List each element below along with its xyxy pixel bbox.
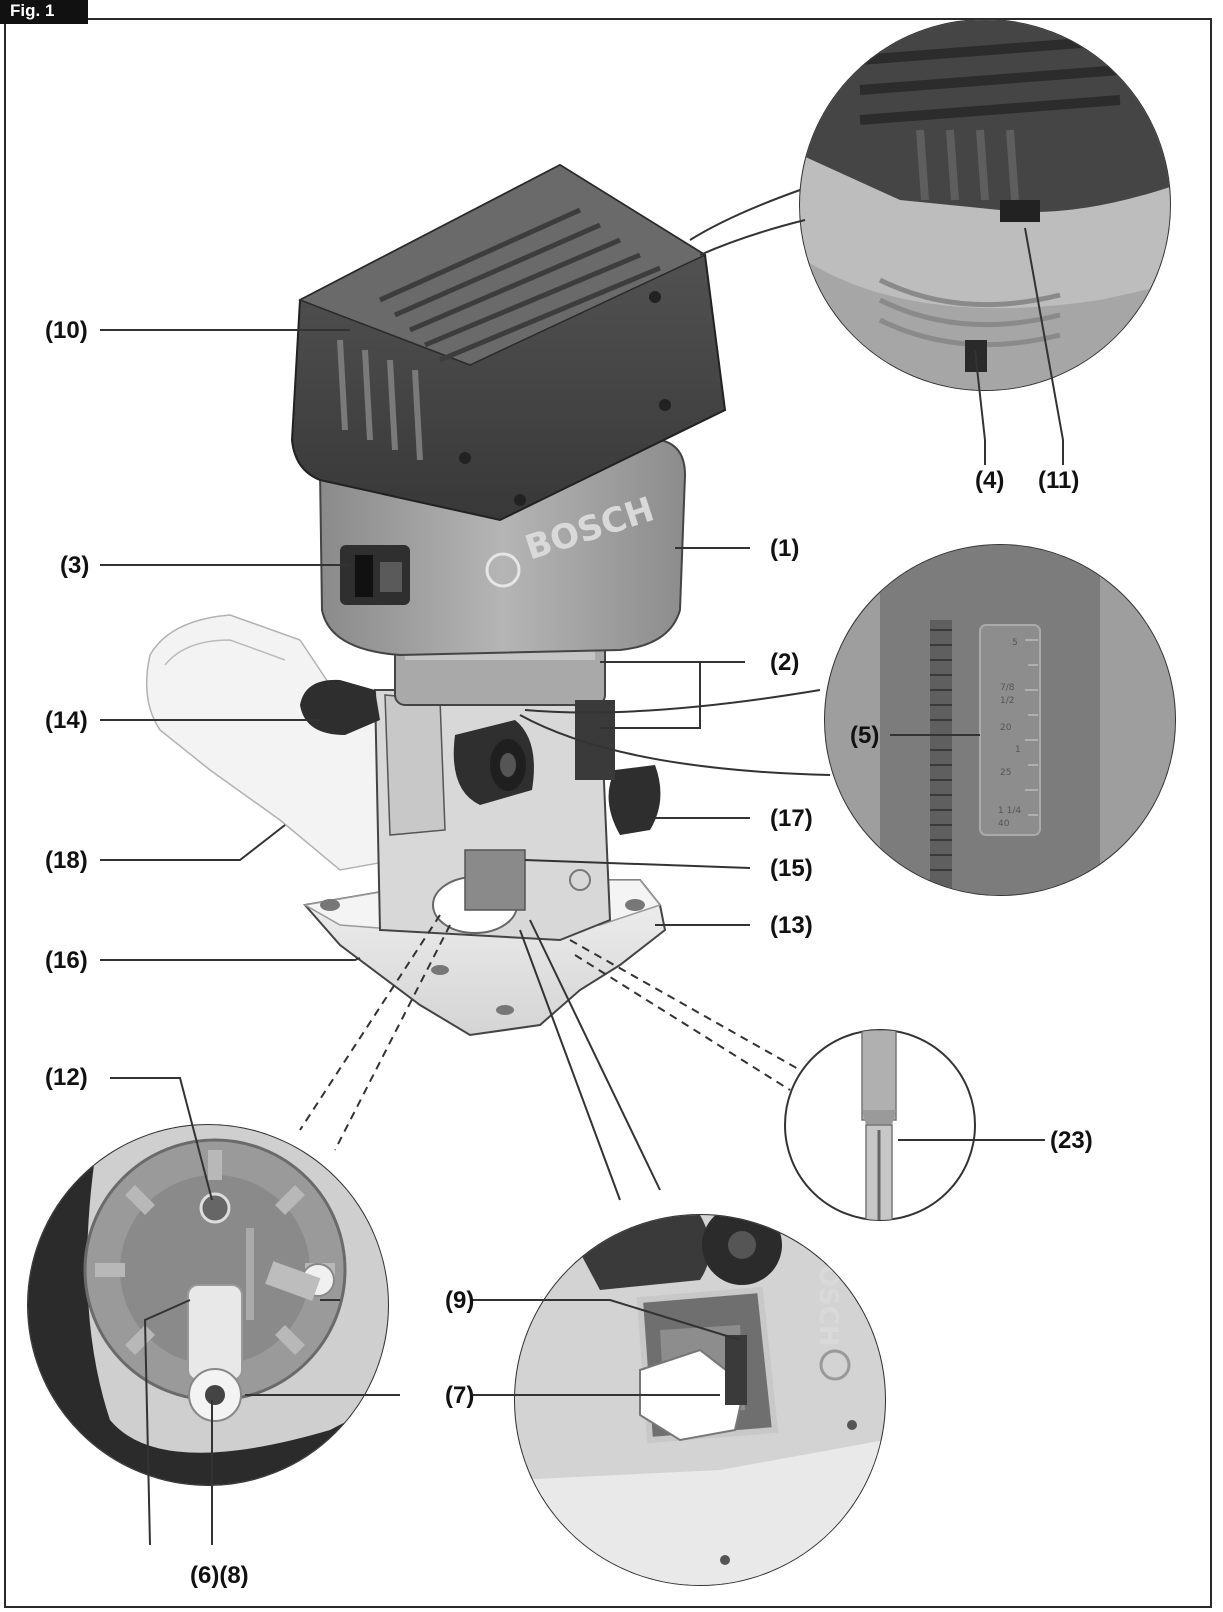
battery-grille	[378, 207, 661, 363]
spindle-lock-lever	[725, 1335, 747, 1405]
callout-9: (9)	[445, 1287, 474, 1314]
base-screw-hole	[625, 899, 645, 911]
callout-12: (12)	[45, 1064, 88, 1091]
detail-battery-release	[799, 19, 1171, 391]
callout-6-8: (6)(8)	[190, 1562, 249, 1589]
scale-window	[979, 624, 1041, 836]
callout-7: (7)	[445, 1382, 474, 1409]
scale-tick-1: 7/8	[1000, 683, 1015, 693]
callout-17: (17)	[770, 805, 813, 832]
callout-labels: (10) (3) (14) (18) (16) (12) (4) (11) (1…	[45, 317, 1093, 1589]
leader-lines	[100, 227, 1064, 1546]
main-router-drawing: BOSCH	[145, 163, 727, 1037]
callout-14: (14)	[45, 707, 88, 734]
scale-tick-2: 1/2	[1000, 696, 1014, 706]
brand-logo	[485, 552, 521, 588]
dust-extraction-adapter	[145, 614, 396, 871]
collet-nut	[187, 1284, 243, 1381]
scale-tick-7: 40	[998, 819, 1010, 829]
scale-tick-3: 20	[1000, 723, 1012, 733]
detail-router-bit	[784, 1029, 976, 1221]
callout-23: (23)	[1050, 1127, 1093, 1154]
battery-ribs	[337, 339, 423, 461]
callout-10: (10)	[45, 317, 88, 344]
figure-frame	[4, 18, 1212, 1608]
detail-depth-scale: 5 7/8 1/2 20 1 25 1 1/4 40	[824, 544, 1176, 896]
detail-collet	[27, 1124, 389, 1486]
callout-2: (2)	[770, 649, 799, 676]
callout-11: (11)	[1038, 467, 1079, 494]
base-screw-hole	[496, 1005, 514, 1015]
spindle-lock-button	[199, 1192, 231, 1224]
callout-15: (15)	[770, 855, 813, 882]
callout-1: (1)	[770, 535, 799, 562]
detail-connectors	[299, 189, 831, 1201]
callout-5: (5)	[850, 722, 879, 749]
scale-tick-6: 1 1/4	[998, 806, 1021, 816]
figure-tag: Fig. 1	[0, 0, 88, 24]
battery-release-button	[1000, 200, 1040, 222]
scale-tick-4: 1	[1015, 745, 1021, 755]
detail-base-lock: BOSCH	[514, 1214, 886, 1586]
depth-clamp	[384, 694, 446, 836]
spindle-lock-window	[464, 849, 526, 911]
callout-13: (13)	[770, 912, 813, 939]
callout-4: (4)	[975, 467, 1004, 494]
collet-chuck	[205, 1385, 225, 1405]
base-brand: BOSCH	[813, 1245, 843, 1347]
base-logo	[569, 869, 591, 891]
callout-16: (16)	[45, 947, 88, 974]
scale-tick-5: 25	[1000, 768, 1011, 778]
callout-18: (18)	[45, 847, 88, 874]
base-screw-hole	[431, 965, 449, 975]
base-screw-hole	[320, 899, 340, 911]
clamping-lever-knob	[300, 679, 380, 735]
scale-tick-0: 5	[1012, 638, 1018, 648]
battery-top	[298, 164, 707, 366]
side-lock-knob	[608, 765, 661, 835]
callout-3: (3)	[60, 552, 89, 579]
